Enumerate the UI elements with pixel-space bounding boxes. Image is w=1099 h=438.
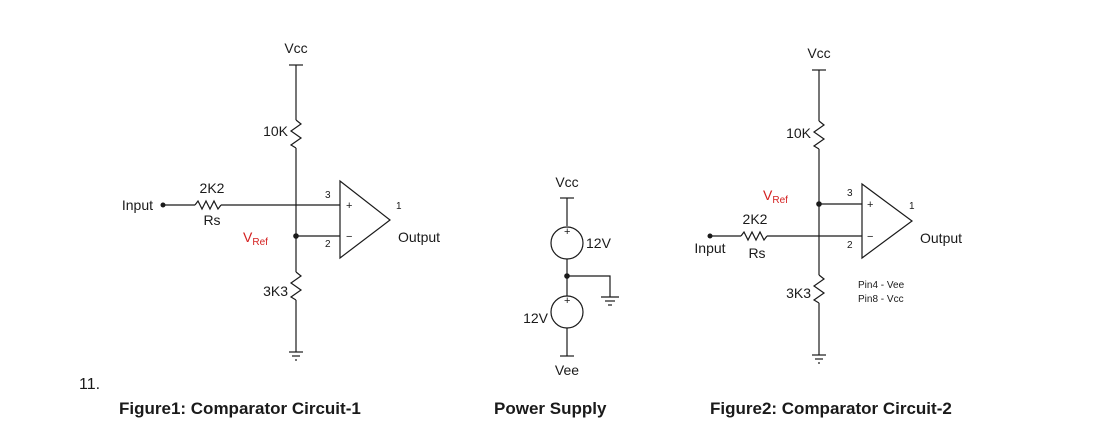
fig1-pin2-label: 2 xyxy=(325,239,331,250)
fig2-ground-icon xyxy=(812,354,826,364)
ps-vcc-label: Vcc xyxy=(555,174,578,190)
fig2-pin2-label: 2 xyxy=(847,240,853,251)
fig2-r-bottom-label: 3K3 xyxy=(786,285,811,301)
fig1-minus-sign: − xyxy=(346,231,352,243)
figure2-caption: Figure2: Comparator Circuit-2 xyxy=(710,399,952,418)
fig1-output-label: Output xyxy=(398,229,440,245)
fig2-resistor-10k xyxy=(812,120,826,150)
fig2-rs-value-label: 2K2 xyxy=(743,211,768,227)
fig1-r-bottom-label: 3K3 xyxy=(263,283,288,299)
fig2-r-top-label: 10K xyxy=(786,125,812,141)
fig2-pin3-label: 3 xyxy=(847,188,853,199)
ps-ground-wire xyxy=(567,275,611,297)
fig1-input-label: Input xyxy=(122,197,153,213)
ps-source2-plus: + xyxy=(564,295,570,307)
fig1-rs-name-label: Rs xyxy=(203,212,220,228)
ps-ground-icon xyxy=(601,296,619,306)
fig1-resistor-3k3 xyxy=(289,271,303,301)
fig2-resistor-rs xyxy=(740,230,768,242)
fig1-resistor-rs xyxy=(194,199,222,211)
fig2-resistor-3k3 xyxy=(812,274,826,304)
fig1-vref-label: VRef xyxy=(243,229,268,248)
power-supply-circuit: Vcc + 12V + 12V Vee xyxy=(523,174,619,378)
fig2-note-pin8: Pin8 - Vcc xyxy=(858,294,904,305)
fig2-minus-sign: − xyxy=(867,231,873,243)
fig1-opamp-symbol xyxy=(339,179,391,260)
fig2-note-pin4: Pin4 - Vee xyxy=(858,280,905,291)
ps-vee-label: Vee xyxy=(555,362,579,378)
figure1-caption: Figure1: Comparator Circuit-1 xyxy=(119,399,361,418)
fig1-pin3-label: 3 xyxy=(325,190,331,201)
power-supply-caption: Power Supply xyxy=(494,399,607,418)
ps-v1-label: 12V xyxy=(586,235,612,251)
fig2-rs-name-label: Rs xyxy=(748,245,765,261)
fig1-plus-sign: + xyxy=(346,200,352,212)
fig2-input-label: Input xyxy=(694,240,725,256)
fig2-vref-label: VRef xyxy=(763,187,788,206)
fig2-plus-sign: + xyxy=(867,199,873,211)
fig2-vcc-label: Vcc xyxy=(807,45,830,61)
fig2-output-label: Output xyxy=(920,230,962,246)
figure2-circuit: Vcc 10K 3K3 VRef 2K2 Rs Input + − 3 2 1 … xyxy=(694,45,962,364)
fig1-ground-icon xyxy=(289,351,303,361)
problem-number: 11. xyxy=(79,376,100,393)
fig1-rs-value-label: 2K2 xyxy=(200,180,225,196)
figure1-circuit: Vcc 10K 3K3 Input 2K2 Rs VRef + − 3 2 xyxy=(122,40,440,361)
fig1-resistor-10k xyxy=(289,119,303,149)
ps-v2-label: 12V xyxy=(523,310,549,326)
fig1-r-top-label: 10K xyxy=(263,123,289,139)
fig1-pin1-label: 1 xyxy=(396,201,402,212)
ps-source1-plus: + xyxy=(564,226,570,238)
fig2-pin1-label: 1 xyxy=(909,201,915,212)
fig2-opamp-symbol xyxy=(861,182,914,260)
fig1-vcc-label: Vcc xyxy=(284,40,307,56)
